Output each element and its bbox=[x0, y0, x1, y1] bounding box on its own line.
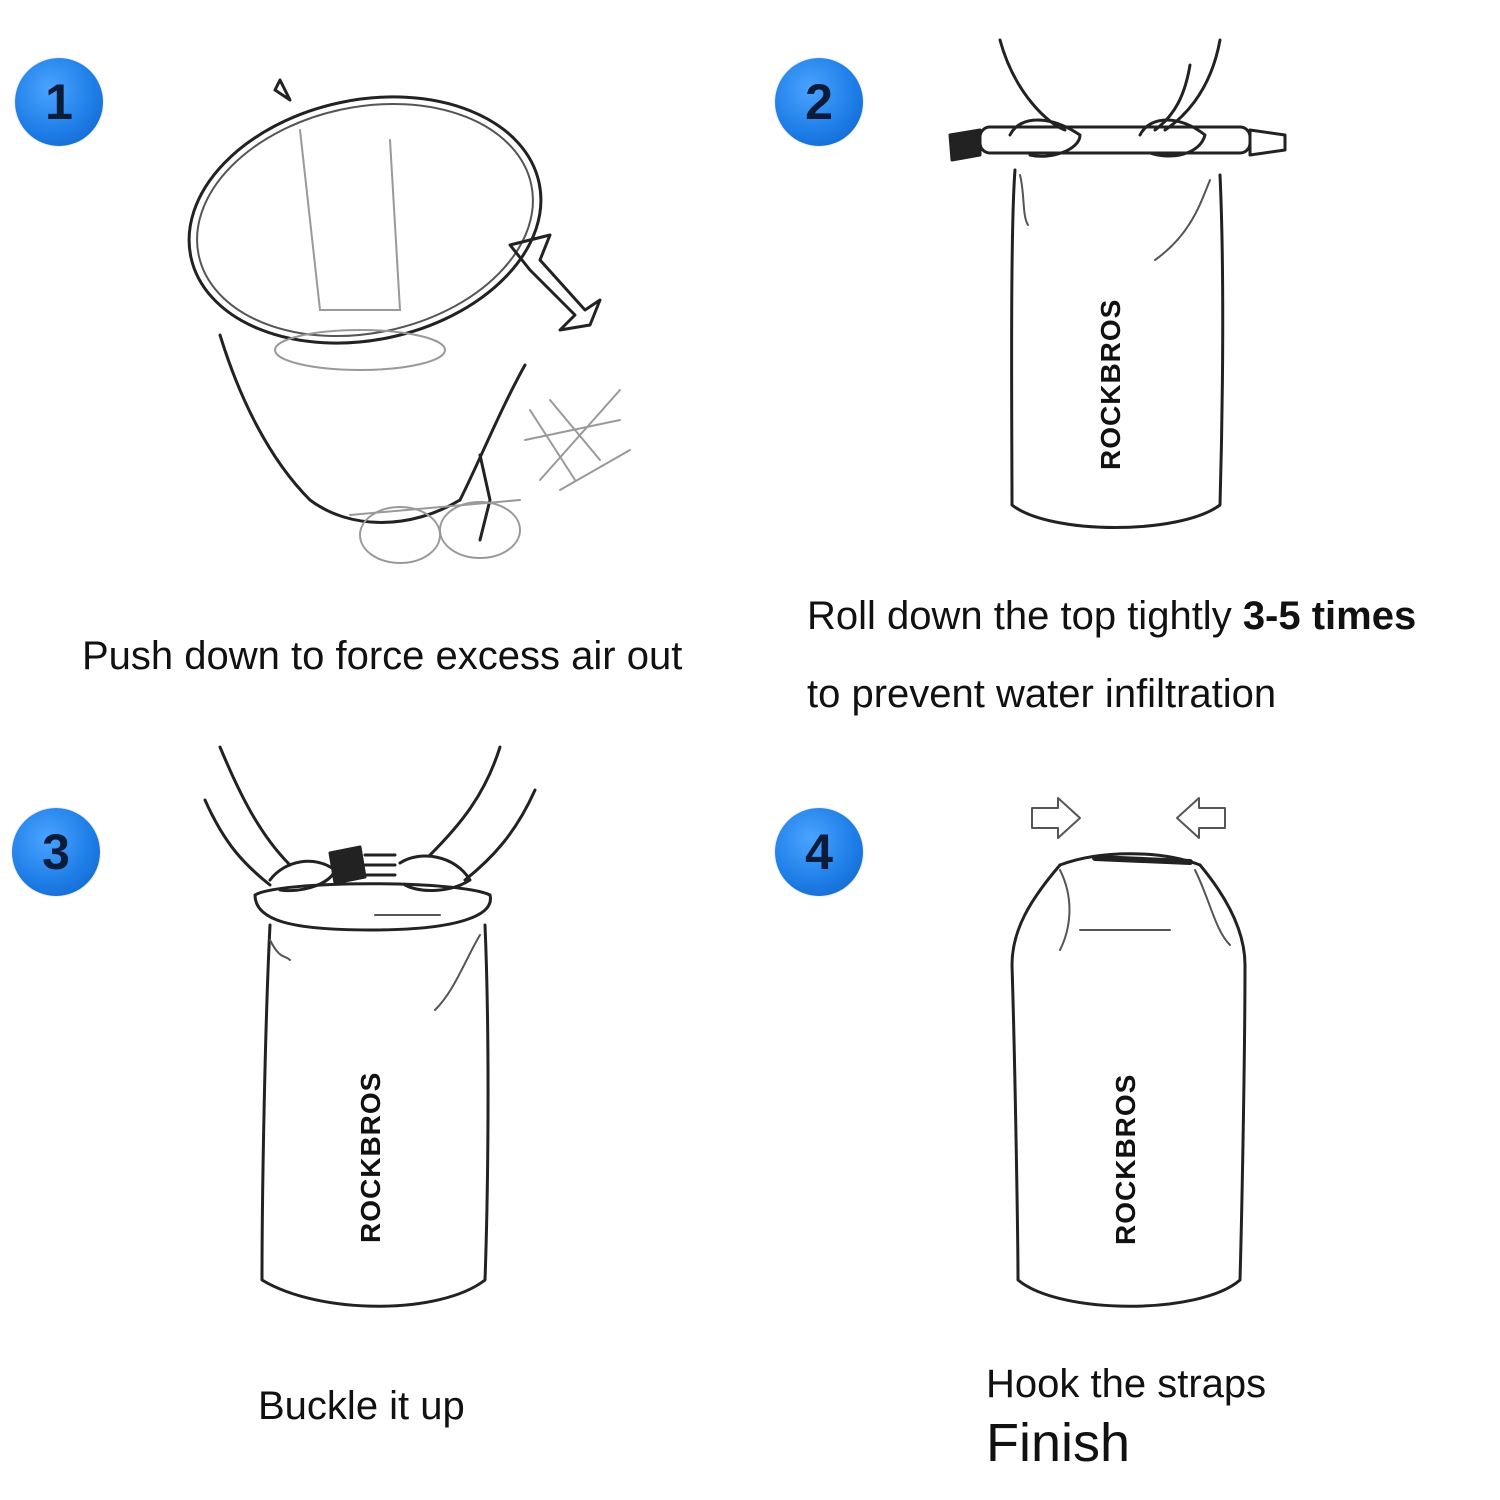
step-2-caption-text: Roll down the top tightly bbox=[807, 594, 1243, 638]
step-1-illustration bbox=[180, 60, 660, 580]
brand-label: ROCKBROS bbox=[1095, 299, 1126, 470]
step-number: 3 bbox=[42, 824, 70, 880]
step-3-badge: 3 bbox=[12, 808, 100, 896]
left-arrow-icon bbox=[1176, 797, 1226, 839]
step-number: 4 bbox=[805, 824, 833, 880]
brand-label: ROCKBROS bbox=[355, 1072, 386, 1243]
step-2-caption-bold: 3-5 times bbox=[1242, 594, 1417, 638]
step-4-illustration: ROCKBROS bbox=[1000, 790, 1260, 1330]
step-1-badge: 1 bbox=[15, 58, 103, 146]
step-number: 1 bbox=[45, 74, 73, 130]
step-number: 2 bbox=[805, 74, 833, 130]
step-3-illustration: ROCKBROS bbox=[200, 745, 540, 1320]
step-2-illustration: ROCKBROS bbox=[940, 35, 1290, 555]
right-arrow-icon bbox=[1031, 797, 1081, 839]
step-2-badge: 2 bbox=[775, 58, 863, 146]
brand-label: ROCKBROS bbox=[1110, 1074, 1141, 1245]
step-3-caption: Buckle it up bbox=[258, 1384, 465, 1428]
step-4-badge: 4 bbox=[775, 808, 863, 896]
step-2-caption-line-1: Roll down the top tightly 3-5 times bbox=[807, 594, 1416, 639]
step-1-caption: Push down to force excess air out bbox=[82, 634, 683, 678]
up-arrow-icon bbox=[508, 233, 602, 332]
step-4-caption-line-2: Finish bbox=[986, 1413, 1131, 1473]
step-2-caption-line-2: to prevent water infiltration bbox=[807, 672, 1277, 716]
step-4-caption-line-1: Hook the straps bbox=[986, 1362, 1267, 1406]
